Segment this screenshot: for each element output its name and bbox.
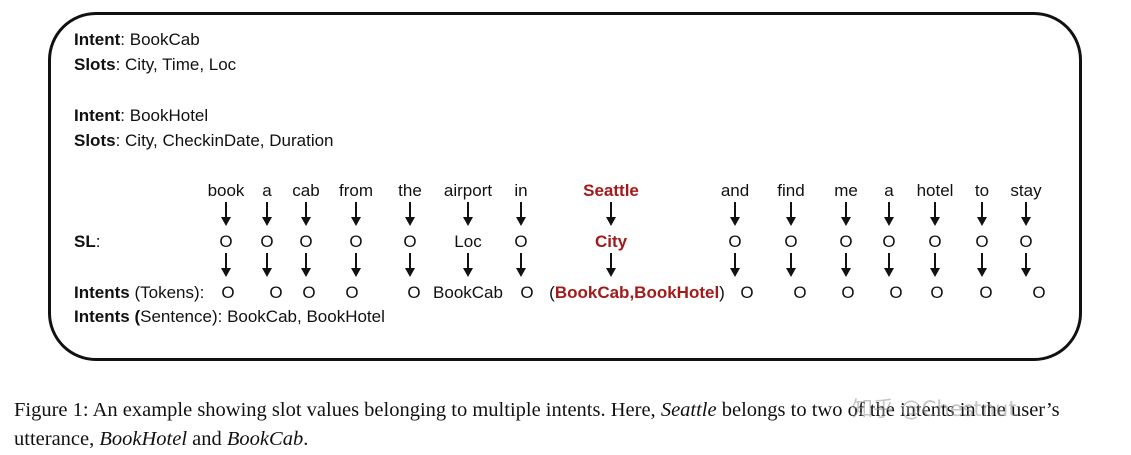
slots-value: City, Time, Loc	[125, 55, 237, 74]
down-arrow-icon	[976, 252, 988, 278]
sl-row-label: SL:	[74, 232, 101, 251]
token-word: find	[777, 181, 805, 200]
intent-def-bookhotel: Intent: BookHotel	[74, 106, 209, 125]
slots-def-bookcab: Slots: City, Time, Loc	[74, 55, 237, 74]
token-intent: (BookCab,BookHotel)	[549, 283, 725, 302]
down-arrow-icon	[404, 252, 416, 278]
figure-caption: Figure 1: An example showing slot values…	[14, 399, 1060, 450]
down-arrow-icon	[300, 201, 312, 227]
token-word: airport	[443, 181, 493, 200]
down-arrow-icon	[840, 252, 852, 278]
slot-label: O	[839, 232, 853, 251]
watermark: 知乎 @Chestnut	[852, 397, 1017, 421]
intents-sentence-value: BookCab, BookHotel	[227, 307, 385, 326]
token-intent: O	[930, 283, 944, 302]
slot-label: O	[784, 232, 798, 251]
slot-label: O	[975, 232, 989, 251]
token-word: and	[720, 181, 750, 200]
down-arrow-icon	[929, 252, 941, 278]
intent-value: BookCab	[129, 30, 200, 49]
slot-label: O	[260, 232, 274, 251]
intent-def-bookcab: Intent: BookCab	[74, 30, 200, 49]
down-arrow-icon	[350, 201, 362, 227]
token-word: to	[974, 181, 990, 200]
down-arrow-icon	[976, 201, 988, 227]
slots-value: City, CheckinDate, Duration	[125, 131, 334, 150]
token-intent: O	[407, 283, 421, 302]
token-word: Seattle	[583, 181, 639, 200]
figure-frame	[48, 12, 1082, 361]
down-arrow-icon	[729, 252, 741, 278]
slot-label: City	[594, 232, 628, 251]
token-word: stay	[1010, 181, 1042, 200]
token-word: a	[884, 181, 894, 200]
token-word: a	[262, 181, 272, 200]
token-intent: O	[889, 283, 903, 302]
slots-def-bookhotel: Slots: City, CheckinDate, Duration	[74, 131, 334, 150]
slot-label: O	[349, 232, 363, 251]
token-intent: O	[1032, 283, 1046, 302]
down-arrow-icon	[462, 252, 474, 278]
token-word: from	[339, 181, 373, 200]
down-arrow-icon	[220, 252, 232, 278]
down-arrow-icon	[785, 252, 797, 278]
token-intent: O	[841, 283, 855, 302]
token-intent: O	[345, 283, 359, 302]
down-arrow-icon	[605, 201, 617, 227]
intent-label: Intent	[74, 30, 121, 49]
down-arrow-icon	[605, 252, 617, 278]
intents-sentence-row: Intents (Sentence): BookCab, BookHotel	[74, 307, 385, 326]
slot-label: O	[403, 232, 417, 251]
token-intent: O	[979, 283, 993, 302]
down-arrow-icon	[350, 252, 362, 278]
down-arrow-icon	[929, 201, 941, 227]
token-intent: BookCab	[433, 283, 503, 302]
token-intent: O	[793, 283, 807, 302]
token-intent: O	[221, 283, 235, 302]
token-word: the	[398, 181, 422, 200]
slot-label: O	[882, 232, 896, 251]
down-arrow-icon	[1020, 201, 1032, 227]
token-word: me	[834, 181, 858, 200]
token-word: hotel	[916, 181, 954, 200]
down-arrow-icon	[462, 201, 474, 227]
slot-label: Loc	[454, 232, 482, 251]
token-intent: O	[302, 283, 316, 302]
down-arrow-icon	[785, 201, 797, 227]
down-arrow-icon	[404, 201, 416, 227]
slot-label: O	[299, 232, 313, 251]
intent-label: Intent	[74, 106, 121, 125]
down-arrow-icon	[840, 201, 852, 227]
token-word: cab	[292, 181, 320, 200]
down-arrow-icon	[300, 252, 312, 278]
down-arrow-icon	[515, 252, 527, 278]
slot-label: O	[928, 232, 942, 251]
down-arrow-icon	[515, 201, 527, 227]
down-arrow-icon	[729, 201, 741, 227]
slot-label: O	[1019, 232, 1033, 251]
token-intent: O	[740, 283, 754, 302]
slot-label: O	[728, 232, 742, 251]
slot-label: O	[219, 232, 233, 251]
down-arrow-icon	[883, 201, 895, 227]
slots-label: Slots	[74, 55, 116, 74]
intent-value: BookHotel	[129, 106, 209, 125]
slots-label: Slots	[74, 131, 116, 150]
token-intent: O	[520, 283, 534, 302]
down-arrow-icon	[220, 201, 232, 227]
down-arrow-icon	[1020, 252, 1032, 278]
intents-tokens-row-label: Intents (Tokens):	[74, 283, 205, 302]
token-word: book	[207, 181, 245, 200]
down-arrow-icon	[261, 252, 273, 278]
down-arrow-icon	[883, 252, 895, 278]
down-arrow-icon	[261, 201, 273, 227]
slot-label: O	[514, 232, 528, 251]
token-word: in	[514, 181, 528, 200]
token-intent: O	[269, 283, 283, 302]
